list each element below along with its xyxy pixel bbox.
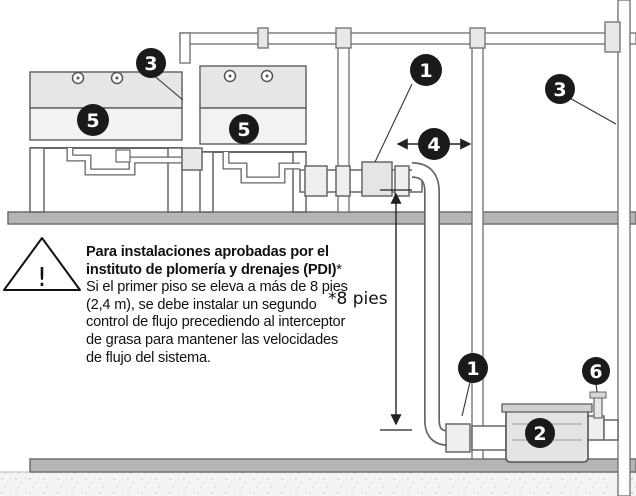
callout-vent-right: 3: [545, 74, 575, 104]
svg-text:3: 3: [144, 53, 157, 75]
dimension-8ft: [380, 189, 412, 431]
callout-fixture-right: 5: [229, 114, 259, 144]
fixture-left: [29, 71, 183, 213]
callout-distance: 4: [418, 128, 450, 160]
svg-text:5: 5: [237, 119, 250, 141]
callout-flow-control-top: 1: [410, 54, 442, 86]
svg-text:6: 6: [589, 361, 602, 383]
svg-text:5: 5: [86, 110, 99, 132]
lower-floor-slab: [29, 458, 636, 473]
callout-valve: 6: [582, 357, 610, 385]
dimension-label: *8 pies: [328, 289, 388, 309]
valve-stem: [589, 391, 607, 419]
drain-piping: [181, 147, 619, 453]
svg-text:1: 1: [466, 358, 479, 380]
svg-text:!: !: [37, 263, 47, 293]
ground: [0, 471, 636, 496]
vent-network: [179, 0, 636, 496]
callout-interceptor: 2: [525, 418, 555, 448]
note-heading: Para instalaciones aprobadas por el inst…: [86, 244, 337, 278]
callout-vent-left: 3: [136, 48, 166, 78]
note-body: * Si el primer piso se eleva a más de 8 …: [86, 261, 348, 366]
installation-note: Para instalaciones aprobadas por el inst…: [86, 244, 354, 367]
warning-triangle-icon: !: [3, 237, 81, 293]
svg-text:1: 1: [419, 60, 432, 82]
upper-floor-slab: [7, 211, 636, 225]
leader-lines: [151, 73, 617, 417]
svg-text:3: 3: [553, 79, 566, 101]
callout-fixture-left: 5: [77, 104, 109, 136]
svg-text:2: 2: [533, 423, 546, 445]
svg-text:4: 4: [427, 134, 440, 156]
callout-flow-control-bottom: 1: [458, 353, 488, 383]
